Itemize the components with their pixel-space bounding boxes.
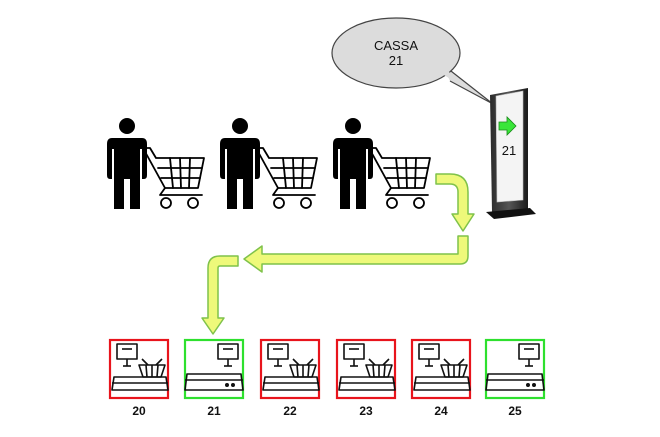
register-number: 22 xyxy=(283,404,297,418)
register-number: 23 xyxy=(359,404,373,418)
register-status-frame xyxy=(484,338,546,400)
person-with-cart-icon xyxy=(220,118,318,209)
flow-arrow-down-right xyxy=(435,173,475,232)
register-number: 24 xyxy=(434,404,448,418)
register-status-frame xyxy=(183,338,245,400)
checkout-registers: 20 21 22 23 24 25 xyxy=(108,338,546,418)
register-number: 25 xyxy=(508,404,522,418)
callout-bubble: CASSA 21 xyxy=(331,17,494,105)
queue xyxy=(107,118,431,209)
register-22: 22 xyxy=(259,338,321,418)
register-number: 21 xyxy=(207,404,221,418)
register-25: 25 xyxy=(484,338,546,418)
register-24: 24 xyxy=(410,338,472,418)
register-23: 23 xyxy=(335,338,397,418)
callout-number: 21 xyxy=(389,53,403,68)
flow-arrow-left xyxy=(243,235,469,273)
callout-title: CASSA xyxy=(374,38,418,53)
kiosk-number: 21 xyxy=(502,143,516,158)
green-arrow-icon xyxy=(498,116,517,136)
flow-arrow-down xyxy=(201,255,239,335)
register-21: 21 xyxy=(183,338,245,418)
person-with-cart-icon xyxy=(333,118,431,209)
ticket-kiosk: 21 xyxy=(486,88,536,219)
person-with-cart-icon xyxy=(107,118,205,209)
register-20: 20 xyxy=(108,338,170,418)
register-number: 20 xyxy=(132,404,146,418)
